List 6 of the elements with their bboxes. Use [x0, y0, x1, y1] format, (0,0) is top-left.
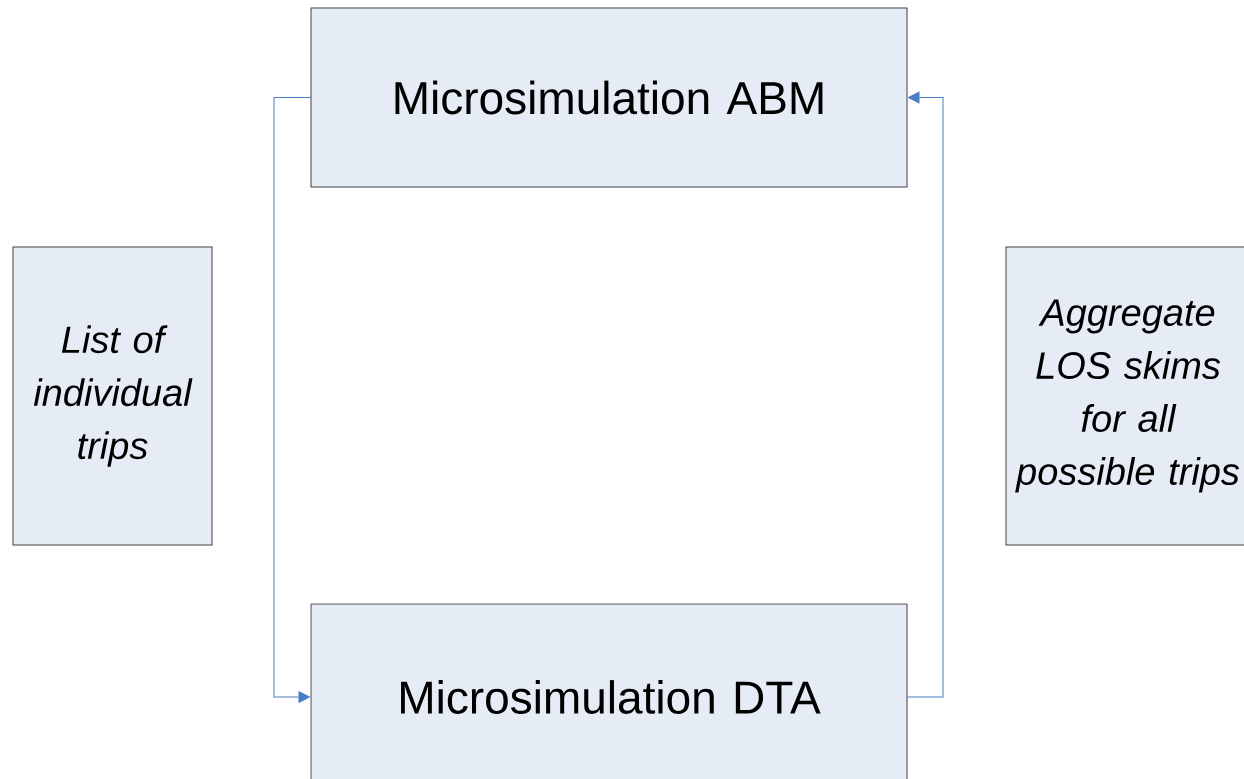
- process-box: Microsimulation ABM: [310, 7, 908, 188]
- arrow: [273, 97, 311, 703]
- note-box: Aggregate LOS skims for all possible trips: [1005, 246, 1244, 546]
- process-box: Microsimulation DTA: [310, 603, 908, 779]
- arrow: [907, 91, 944, 698]
- note-box: List of individual trips: [12, 246, 213, 546]
